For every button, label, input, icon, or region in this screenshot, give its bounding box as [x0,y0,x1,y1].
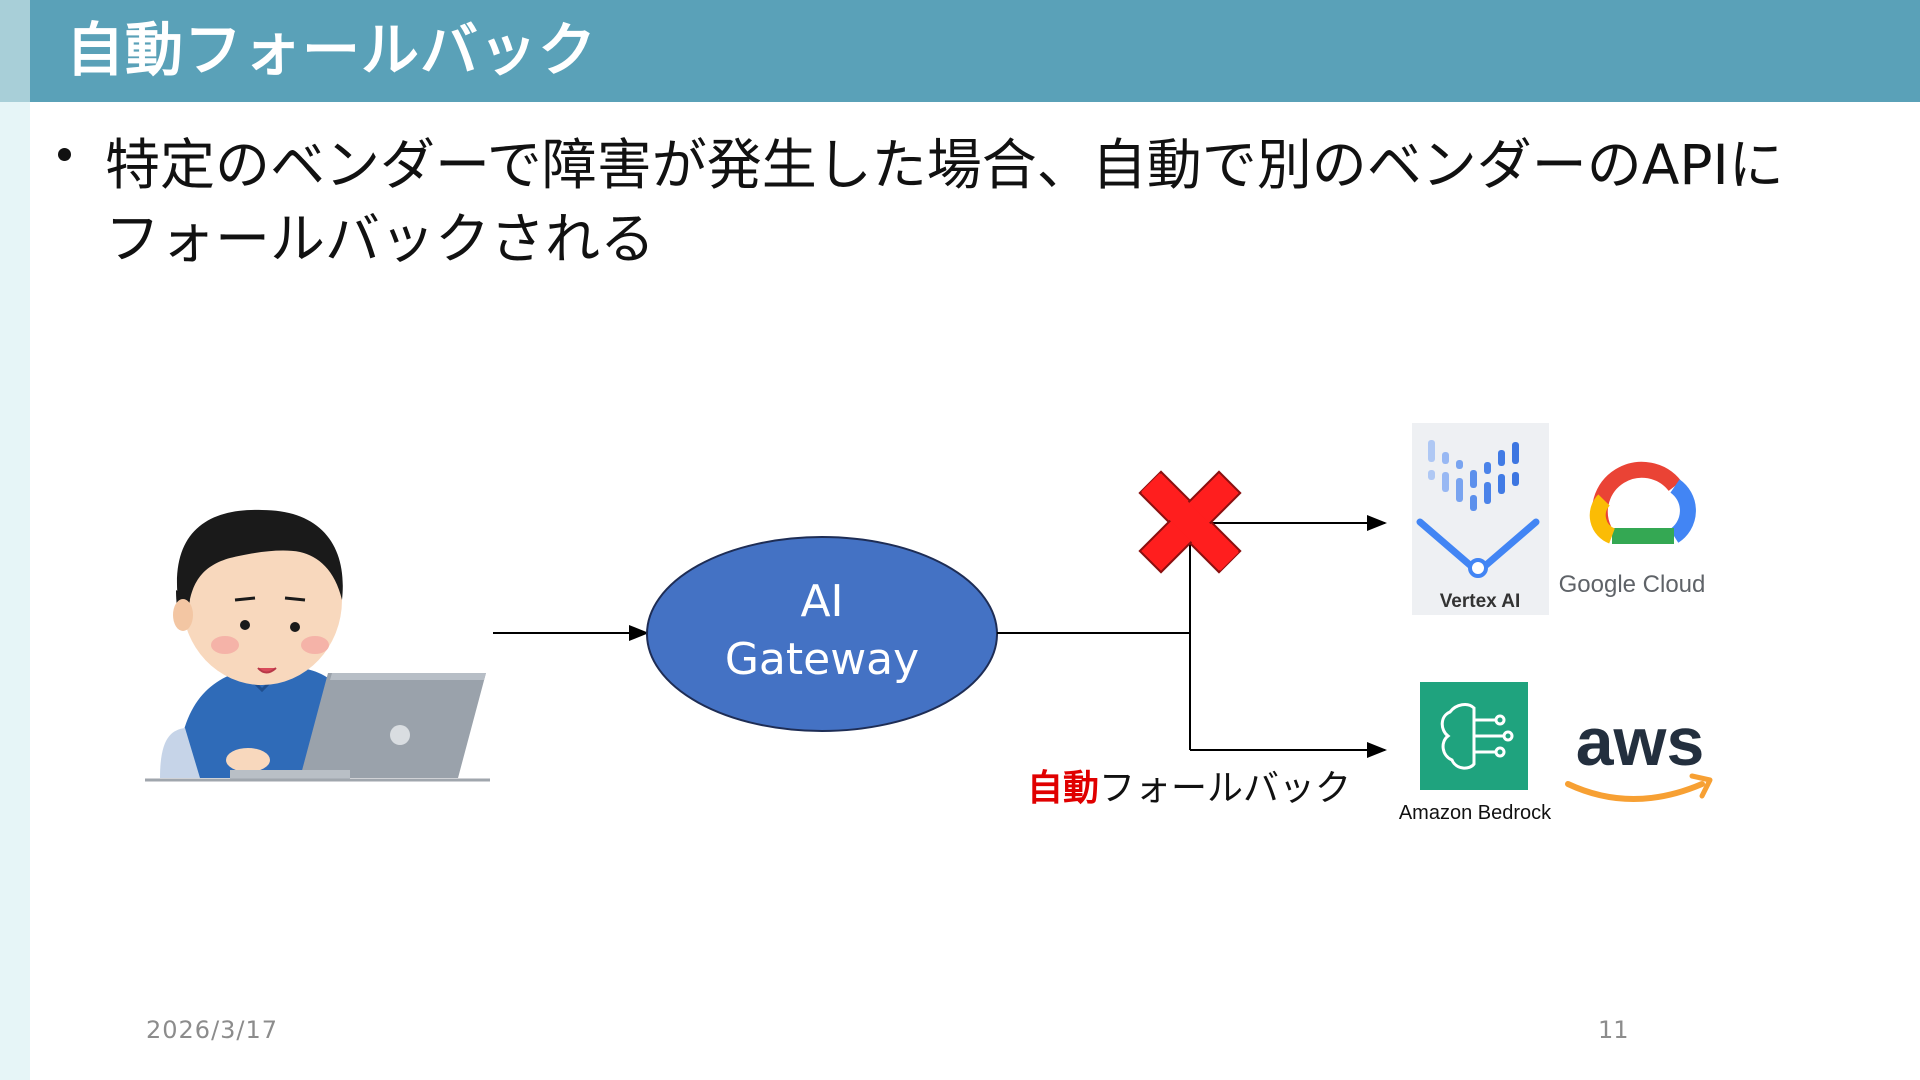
gateway-label-line1: AI [800,576,843,627]
footer-date: 2026/3/17 [146,1016,279,1044]
left-accent-strip [0,0,30,1080]
aws-label: aws [1576,704,1705,780]
slide-title: 自動フォールバック [66,16,598,84]
fallback-label-highlight: 自動 [1027,768,1099,809]
gateway-label-line2: Gateway [725,634,919,685]
google-cloud-label: Google Cloud [1559,571,1706,598]
google-cloud-logo: Google Cloud [1559,461,1706,598]
amazon-bedrock-logo: Amazon Bedrock [1399,682,1552,824]
vertex-ai-logo: Vertex AI [1412,423,1549,615]
left-accent-strip-top [0,0,30,102]
footer-page-number: 11 [1598,1016,1629,1044]
user-at-laptop-illustration [145,509,490,782]
error-x-icon [1138,470,1242,574]
bullet-text: 特定のベンダーで障害が発生した場合、自動で別のベンダーのAPIにフォールバックさ… [105,133,1784,271]
aws-logo: aws [1565,704,1713,802]
fallback-label-rest: フォールバック [1099,768,1351,809]
amazon-bedrock-label: Amazon Bedrock [1399,802,1552,824]
title-bar [30,0,1920,102]
bullet-marker [58,148,71,161]
gateway-connectors [997,515,1387,758]
fallback-label: 自動フォールバック [1027,768,1351,809]
vertex-ai-label: Vertex AI [1440,591,1521,612]
